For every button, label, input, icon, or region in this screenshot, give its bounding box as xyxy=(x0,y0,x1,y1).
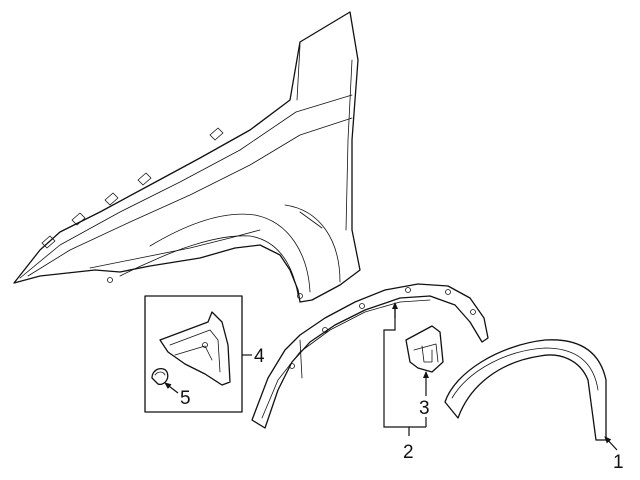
leader-1 xyxy=(604,436,618,451)
callout-labels: 1 2 3 4 5 xyxy=(180,346,624,473)
callout-3: 3 xyxy=(419,398,430,419)
mud-flap-box xyxy=(144,295,243,413)
fender-panel xyxy=(13,11,361,303)
callout-2: 2 xyxy=(403,442,414,463)
callout-box xyxy=(144,295,243,413)
leader-2 xyxy=(383,307,410,436)
leader-5 xyxy=(164,382,179,394)
callout-1: 1 xyxy=(613,452,624,473)
callout-4: 4 xyxy=(254,346,265,367)
liner-bracket xyxy=(405,325,444,373)
wheel-arch-liner xyxy=(251,283,489,429)
callout-5: 5 xyxy=(180,388,191,409)
callout-leaders xyxy=(164,302,618,451)
wheel-opening-molding xyxy=(444,339,607,441)
mud-flap xyxy=(159,311,231,386)
clip-fastener xyxy=(151,367,169,386)
